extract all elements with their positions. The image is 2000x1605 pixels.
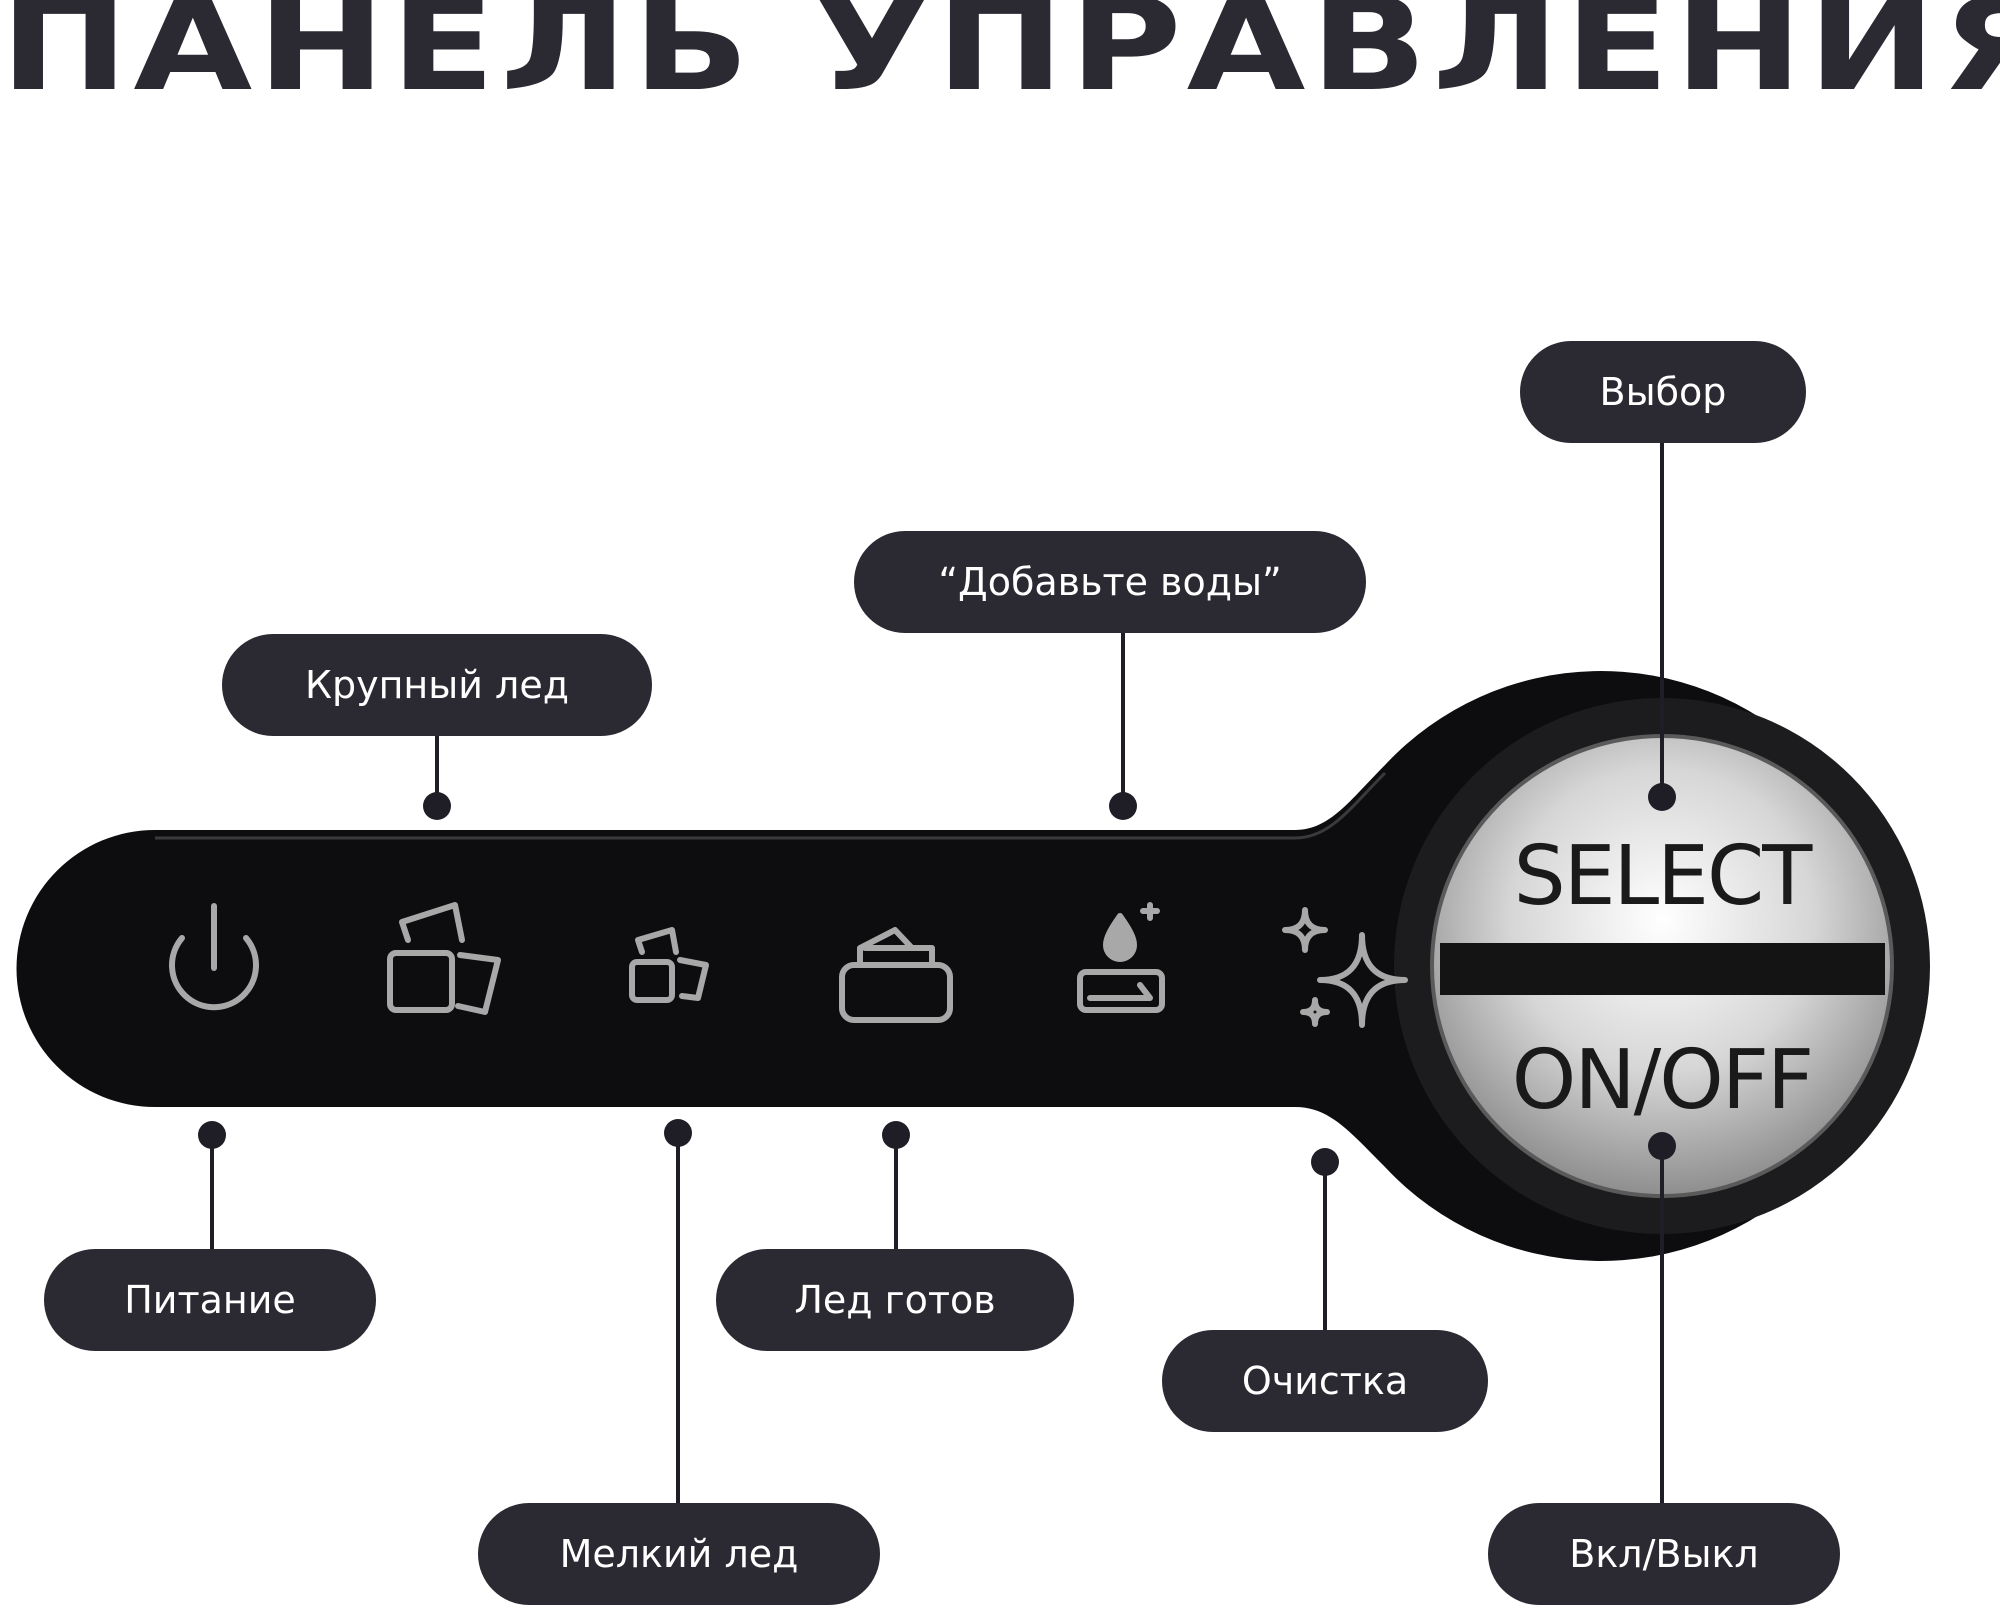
leader-add-water [1109,630,1137,820]
onoff-text: ON/OFF [1511,1033,1814,1128]
leader-cleaning [1311,1148,1339,1330]
cleaning-icon[interactable] [1282,907,1408,1028]
leader-small-ice [664,1119,692,1504]
label-select: Выбор [1520,341,1806,443]
large-ice-icon[interactable] [387,902,501,1015]
leader-large-ice [423,733,451,820]
label-cleaning: Очистка [1162,1330,1488,1432]
leader-ice-ready [882,1121,910,1250]
select-text: SELECT [1513,829,1813,924]
button-divider [1440,943,1885,995]
leader-select [1648,443,1676,811]
label-large-ice: Крупный лед [222,634,652,736]
page-title: ПАНЕЛЬ УПРАВЛЕНИЯ [0,0,2000,120]
panel-body [16,671,1896,1261]
label-small-ice: Мелкий лед [478,1503,880,1605]
label-on-off: Вкл/Выкл [1488,1503,1840,1605]
add-water-icon[interactable] [1077,902,1165,1013]
leader-on-off [1648,1132,1676,1504]
label-add-water: “Добавьте воды” [854,531,1366,633]
label-power: Питание [44,1249,376,1351]
label-ice-ready: Лед готов [716,1249,1074,1351]
power-icon[interactable] [169,903,259,1011]
leader-power [198,1121,226,1250]
ice-ready-icon[interactable] [839,927,953,1023]
small-ice-icon[interactable] [629,927,709,1003]
